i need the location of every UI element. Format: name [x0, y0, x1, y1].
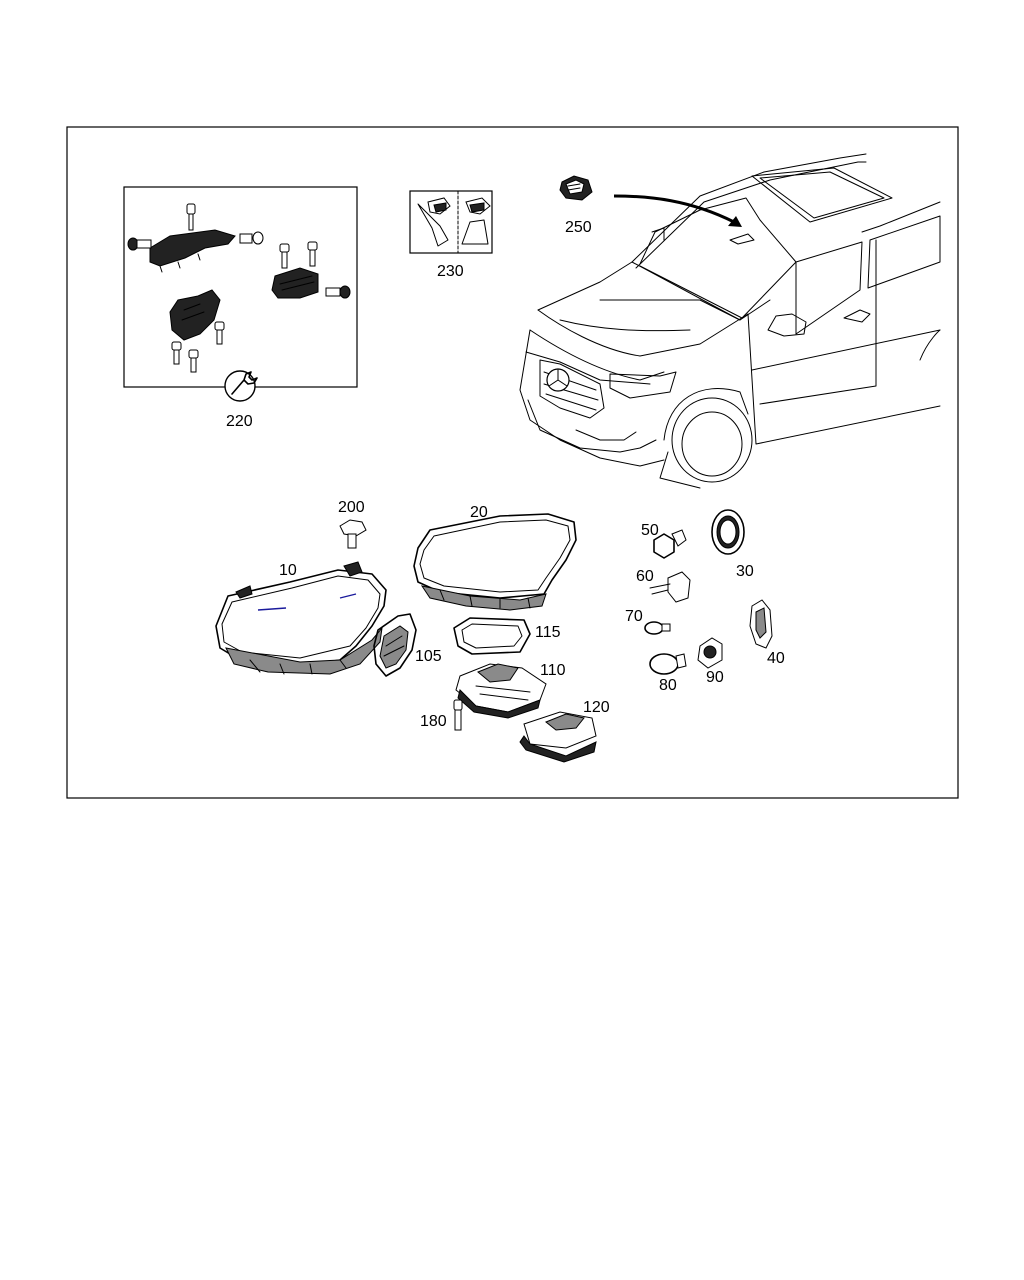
label-105: 105	[415, 648, 442, 665]
label-115: 115	[535, 624, 561, 641]
gasket-115	[453, 617, 531, 655]
bulb-80	[649, 653, 687, 675]
headlamp-10	[215, 561, 387, 675]
sensor-250-arrow	[613, 194, 735, 224]
tool-230-box	[409, 190, 493, 254]
headlamp-lens-20	[413, 513, 577, 611]
label-180: 180	[420, 713, 447, 730]
kit-220-group	[123, 186, 358, 402]
label-10: 10	[279, 562, 297, 579]
kit-220-bracket-upper	[127, 203, 264, 273]
tool-230-group	[409, 190, 493, 254]
screw-200	[339, 519, 367, 549]
label-70: 70	[625, 608, 643, 625]
kit-220-bracket-right	[271, 241, 351, 299]
bolt-180	[453, 699, 463, 731]
label-60: 60	[636, 568, 654, 585]
car-illustration	[519, 153, 941, 489]
label-110: 110	[540, 662, 566, 679]
ballast-120	[519, 711, 597, 763]
wrench-icon	[224, 370, 258, 402]
diagram-frame	[66, 126, 959, 799]
label-200: 200	[338, 499, 365, 516]
bulb-60	[649, 571, 691, 603]
control-unit-110	[455, 663, 547, 719]
label-90: 90	[706, 669, 724, 686]
kit-220-box	[123, 186, 358, 388]
label-20: 20	[470, 504, 488, 521]
label-220: 220	[226, 413, 253, 430]
label-230: 230	[437, 263, 464, 280]
kit-220-bracket-lower	[169, 289, 225, 373]
label-30: 30	[736, 563, 754, 580]
label-40: 40	[767, 650, 785, 667]
sensor-250-group	[559, 175, 742, 227]
cap-30	[711, 509, 745, 555]
cover-105	[373, 613, 417, 677]
label-250: 250	[565, 219, 592, 236]
label-80: 80	[659, 677, 677, 694]
label-120: 120	[583, 699, 610, 716]
bulb-50	[653, 529, 687, 559]
socket-90	[697, 637, 723, 669]
label-50: 50	[641, 522, 659, 539]
bulb-70	[644, 621, 671, 635]
lamp-40	[749, 599, 773, 649]
